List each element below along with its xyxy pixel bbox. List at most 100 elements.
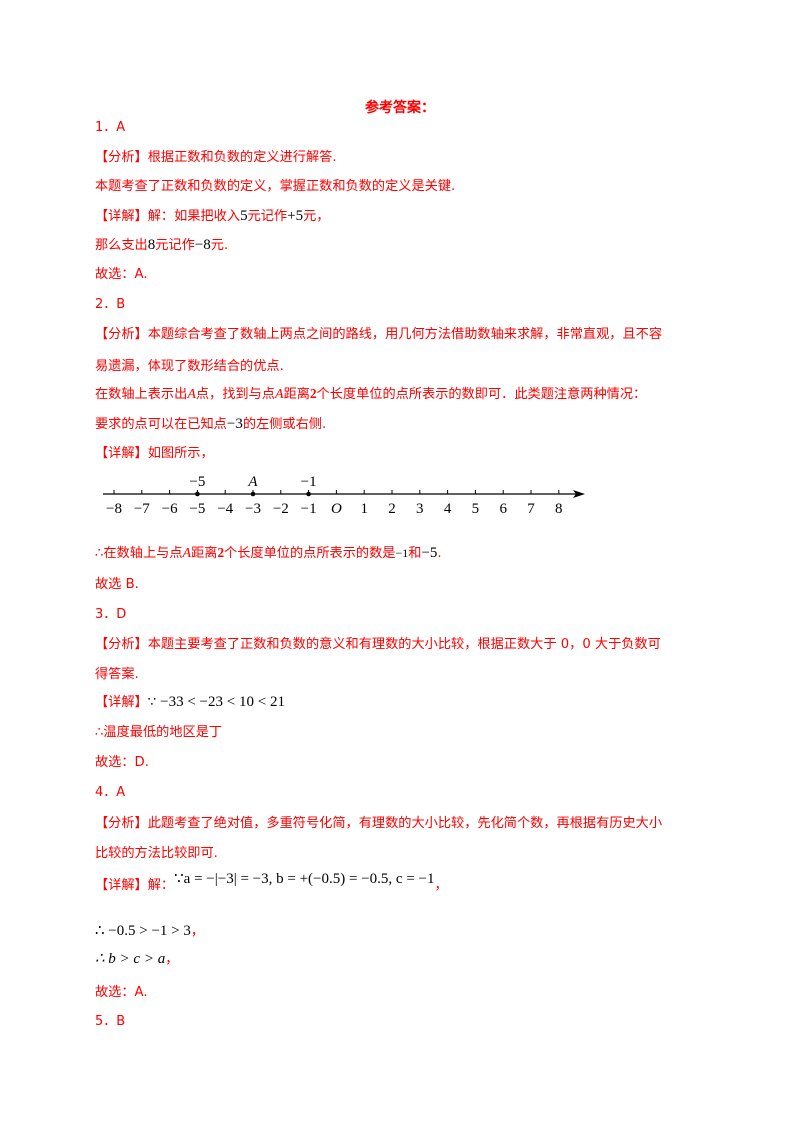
tick-label: −6 xyxy=(162,501,178,517)
point-label: −1 xyxy=(301,474,317,490)
math-expression: ∴ b > c > a xyxy=(95,951,166,967)
q1-analysis: 【分析】根据正数和负数的定义进行解答. xyxy=(95,149,337,167)
q3-analysis-line1: 【分析】本题主要考查了正数和负数的意义和有理数的大小比较，根据正数大于 0，0 … xyxy=(95,636,661,654)
tick-label: 5 xyxy=(472,501,480,517)
q3-analysis-line2: 得答案. xyxy=(95,667,139,682)
tick-label: 2 xyxy=(388,501,396,517)
text: ， xyxy=(190,924,205,939)
text: 在数轴上表示出 xyxy=(95,387,188,402)
analysis-tag: 【分析】 xyxy=(95,816,148,831)
tick-label: 6 xyxy=(499,501,507,517)
math-value: −1 xyxy=(395,546,409,560)
analysis-text: 根据正数和负数的定义进行解答. xyxy=(147,150,337,165)
q4-analysis-line1: 【分析】此题考查了绝对值，多重符号化简，有理数的大小比较，先化简个数，再根据有历… xyxy=(95,815,662,833)
tick-label: 7 xyxy=(527,501,535,517)
point-dot xyxy=(306,491,311,497)
text: 个长度单位的点所表示的数是 xyxy=(224,546,396,561)
point-label: A xyxy=(247,474,258,490)
math-value: −5 xyxy=(421,545,438,561)
text: 本题综合考查了数轴上两点之间的路线，用几何方法借助数轴来求解，非常直观，且不容 xyxy=(147,327,663,342)
point-dot xyxy=(195,491,200,497)
detail-tag: 【详解】 xyxy=(95,446,148,461)
math-value: 8 xyxy=(147,237,156,253)
detail-tag: 【详解】 xyxy=(95,209,148,224)
text: ∴在数轴上与点 xyxy=(95,546,183,561)
text: 解： xyxy=(147,878,175,893)
q4-step2: ∴ b > c > a， xyxy=(95,950,178,969)
tick-label: −8 xyxy=(106,501,122,517)
text: ， xyxy=(165,952,179,967)
tick-label: −5 xyxy=(189,501,205,517)
because-symbol: ∵ xyxy=(147,695,157,710)
text: . xyxy=(437,546,442,561)
q3-conclusion: ∴温度最低的地区是丁 xyxy=(95,725,223,740)
q4-answer: 故选：A. xyxy=(95,985,148,1000)
q3-answer: 故选：D. xyxy=(95,755,149,770)
point-dot xyxy=(250,491,256,497)
text: 解：如果把收入 xyxy=(147,209,241,224)
math-expression: ∵a = −|−3| = −3, b = +(−0.5) = −0.5, c =… xyxy=(174,871,435,887)
point-label: A xyxy=(187,387,196,402)
text: 本题主要考查了正数和负数的意义和有理数的大小比较，根据正数大于 0，0 大于负数… xyxy=(147,637,661,652)
q2-number: 2．B xyxy=(95,297,126,312)
q2-analysis-line3: 在数轴上表示出A点，找到与点A距离2个长度单位的点所表示的数即可．此类题注意两种… xyxy=(95,385,646,404)
detail-tag: 【详解】 xyxy=(95,878,148,893)
q1-number: 1．A xyxy=(95,120,126,135)
text: 此题考查了绝对值，多重符号化简，有理数的大小比较，先化简个数，再根据有历史大小 xyxy=(147,816,663,831)
math-expression: ∴ −0.5 > −1 > 3 xyxy=(95,923,191,939)
text: 和 xyxy=(408,546,422,561)
q4-analysis-line2: 比较的方法比较即可. xyxy=(95,846,218,861)
number: 2 xyxy=(217,545,225,560)
tick-label: 1 xyxy=(360,501,368,517)
text: 的左侧或右侧. xyxy=(242,417,327,432)
q4-number: 4．A xyxy=(95,785,126,800)
tick-label: O xyxy=(331,501,342,517)
text: 点，找到与点 xyxy=(195,387,275,402)
number: 2 xyxy=(309,386,317,401)
q2-analysis-line2: 易遗漏，体现了数形结合的优点. xyxy=(95,359,284,374)
tick-label: 4 xyxy=(444,501,452,517)
math-expression: −33 < −23 < 10 < 21 xyxy=(160,694,285,710)
text: 个长度单位的点所表示的数即可．此类题注意两种情况： xyxy=(316,387,647,402)
text: 那么支出 xyxy=(95,238,148,253)
text: 要求的点可以在已知点 xyxy=(95,417,227,432)
text: 元记作 xyxy=(247,209,288,224)
analysis-tag: 【分析】 xyxy=(95,327,148,342)
q2-detail: 【详解】如图所示， xyxy=(95,445,214,463)
q5-number: 5．B xyxy=(95,1014,126,1029)
tick-label: −2 xyxy=(273,501,289,517)
q1-detail-line2: 那么支出8元记作−8元. xyxy=(95,236,228,255)
page-title: 参考答案： xyxy=(365,100,435,116)
tick-label: −1 xyxy=(301,501,317,517)
q4-step1: ∴ −0.5 > −1 > 3， xyxy=(95,922,204,941)
q2-analysis-line1: 【分析】本题综合考查了数轴上两点之间的路线，用几何方法借助数轴来求解，非常直观，… xyxy=(95,326,662,344)
analysis-tag: 【分析】 xyxy=(95,150,148,165)
q2-analysis-line4: 要求的点可以在已知点−3的左侧或右侧. xyxy=(95,415,326,434)
q3-detail: 【详解】∵−33 < −23 < 10 < 21 xyxy=(95,693,285,712)
q1-summary: 本题考查了正数和负数的定义，掌握正数和负数的定义是关键. xyxy=(95,179,456,194)
tick-label: −3 xyxy=(245,501,261,517)
point-label: −5 xyxy=(189,474,205,490)
point-label: A xyxy=(275,387,284,402)
tick-label: −7 xyxy=(134,501,150,517)
q1-answer: 故选：A. xyxy=(95,267,148,282)
math-value: +5 xyxy=(287,208,304,224)
math-value: −8 xyxy=(194,237,211,253)
text: 距离 xyxy=(191,546,218,561)
text: 如图所示， xyxy=(147,446,214,461)
q1-detail-line1: 【详解】解：如果把收入5元记作+5元， xyxy=(95,207,329,226)
tick-label: −4 xyxy=(217,501,233,517)
point-label: A xyxy=(182,546,192,561)
q4-detail: 【详解】解：∵a = −|−3| = −3, b = +(−0.5) = −0.… xyxy=(95,871,448,895)
text: ， xyxy=(434,878,448,893)
text: 元. xyxy=(210,238,229,253)
tick-label: 8 xyxy=(555,501,563,517)
text: 距离 xyxy=(283,387,310,402)
detail-tag: 【详解】 xyxy=(95,695,148,710)
analysis-tag: 【分析】 xyxy=(95,637,148,652)
tick-label: 3 xyxy=(416,501,424,517)
math-value: −3 xyxy=(226,416,243,432)
